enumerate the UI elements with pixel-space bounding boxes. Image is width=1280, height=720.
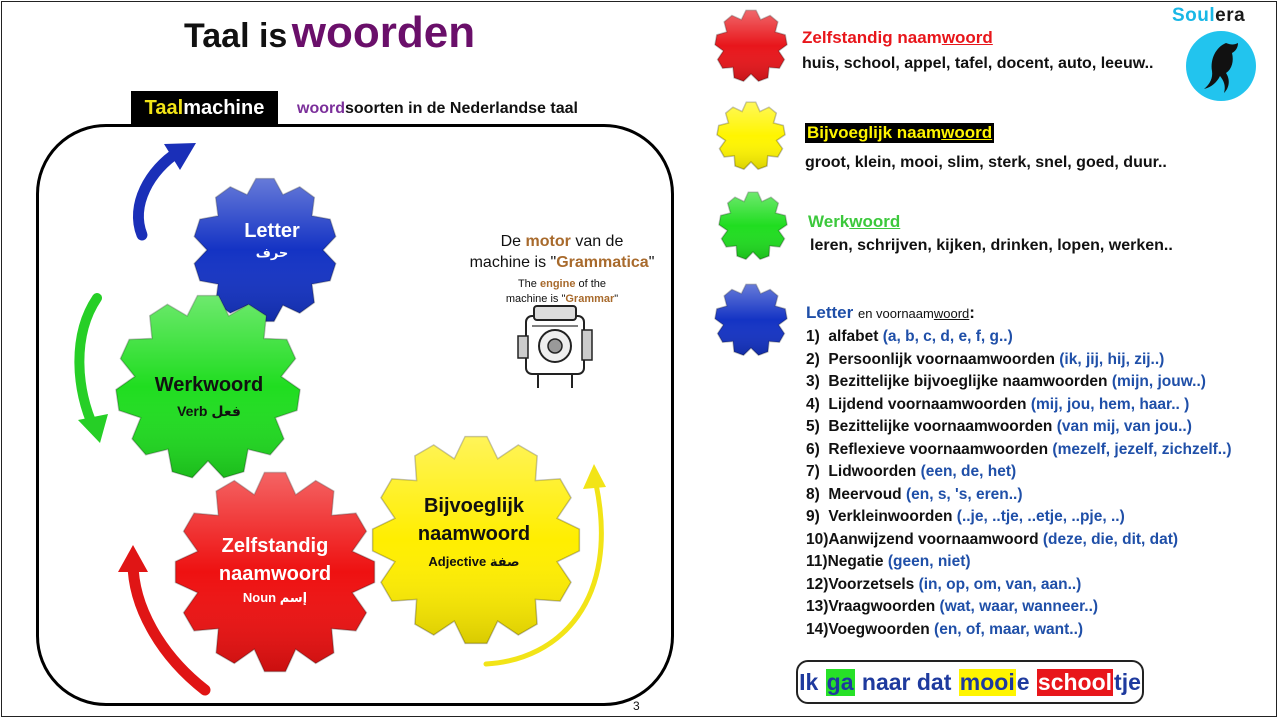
motor-caption: De motor van de machine is "Grammatica" [469,233,655,271]
list-item: 3) Bezittelijke bijvoeglijke naamwoorden… [806,373,1206,390]
legend-letter-title: Letter en voornaamwoord: [806,303,975,322]
list-item: 7) Lidwoorden (een, de, het) [806,463,1017,480]
legend-gear-noun-shine [715,10,787,82]
blue-arrow [132,146,184,241]
motor-caption-english: The engine of the machine is "Grammar" [505,278,619,305]
gear-zelfstandig-shine [175,472,375,672]
legend-verb-examples: leren, schrijven, kijken, drinken, lopen… [810,237,1173,254]
green-arrow-head [78,414,108,443]
machine-panel [36,124,674,706]
page-title: Taal is woorden [184,8,476,57]
page-number: 3 [633,699,640,713]
word-type-list: 1) alfabet (a, b, c, d, e, f, g..) 2) Per… [806,326,1232,641]
list-item: 14)Voegwoorden (en, of, maar, want..) [806,620,1084,638]
brand-name: Soulera [1172,5,1246,26]
list-item: 5) Bezittelijke voornaamwoorden (van mij… [806,418,1192,435]
legend-noun-examples: huis, school, appel, tafel, docent, auto… [802,55,1154,72]
yellow-arrow [483,481,604,667]
engine-icon [517,305,593,388]
gear-werkwoord-shine [116,295,300,478]
list-item: 2) Persoonlijk voornaamwoorden (ik, jij,… [806,350,1165,368]
list-item: 4) Lijdend voornaamwoorden (mij, jou, he… [806,395,1190,413]
red-arrow [127,554,211,696]
gear-letter-shine [194,178,336,322]
legend-gear-verb-shine [719,192,787,260]
blue-arrow-head [164,143,196,170]
gear-label-werkwoord: Werkwoord Verb فعل [154,374,264,419]
list-item: 8) Meervoud (en, s, 's, eren..) [806,485,1023,503]
legend-verb-title: Werkwoord [808,212,901,231]
legend-noun-title: Zelfstandig naamwoord [802,28,993,47]
dolphin-logo-icon [1186,31,1256,101]
gear-label-bijvoeglijk: Bijvoeglijk naamwoord Adjective صفة [417,495,531,569]
subtitle: woordsoorten in de Nederlandse taal [297,100,578,117]
list-item: 9) Verkleinwoorden (..je, ..tje, ..etje,… [806,508,1125,525]
gear-label-letter: Letter حرف [244,220,300,260]
red-arrow-head [118,545,148,572]
legend-gear-letter-shine [715,284,787,356]
legend-gear-adj-shine [717,102,785,170]
legend-adj-title: Bijvoeglijk naamwoord [805,123,995,143]
gear-label-zelfstandig: Zelfstandig naamwoord Noun إسم [218,535,332,605]
list-item: 6) Reflexieve voornaamwoorden (mezelf, j… [806,440,1232,458]
list-item: 13)Vraagwoorden (wat, waar, wanneer..) [806,598,1099,615]
gear-bijvoeglijk-shine [372,436,580,644]
legend-adj-examples: groot, klein, mooi, slim, sterk, snel, g… [805,154,1167,171]
green-arrow [74,293,102,433]
list-item: 10)Aanwijzend voornaamwoord (deze, die, … [806,530,1179,548]
list-item: 12)Voorzetsels (in, op, om, van, aan..) [806,575,1082,593]
list-item: 11)Negatie (geen, niet) [806,553,971,570]
list-item: 1) alfabet (a, b, c, d, e, f, g..) [806,328,1013,345]
yellow-arrow-head [583,464,606,489]
